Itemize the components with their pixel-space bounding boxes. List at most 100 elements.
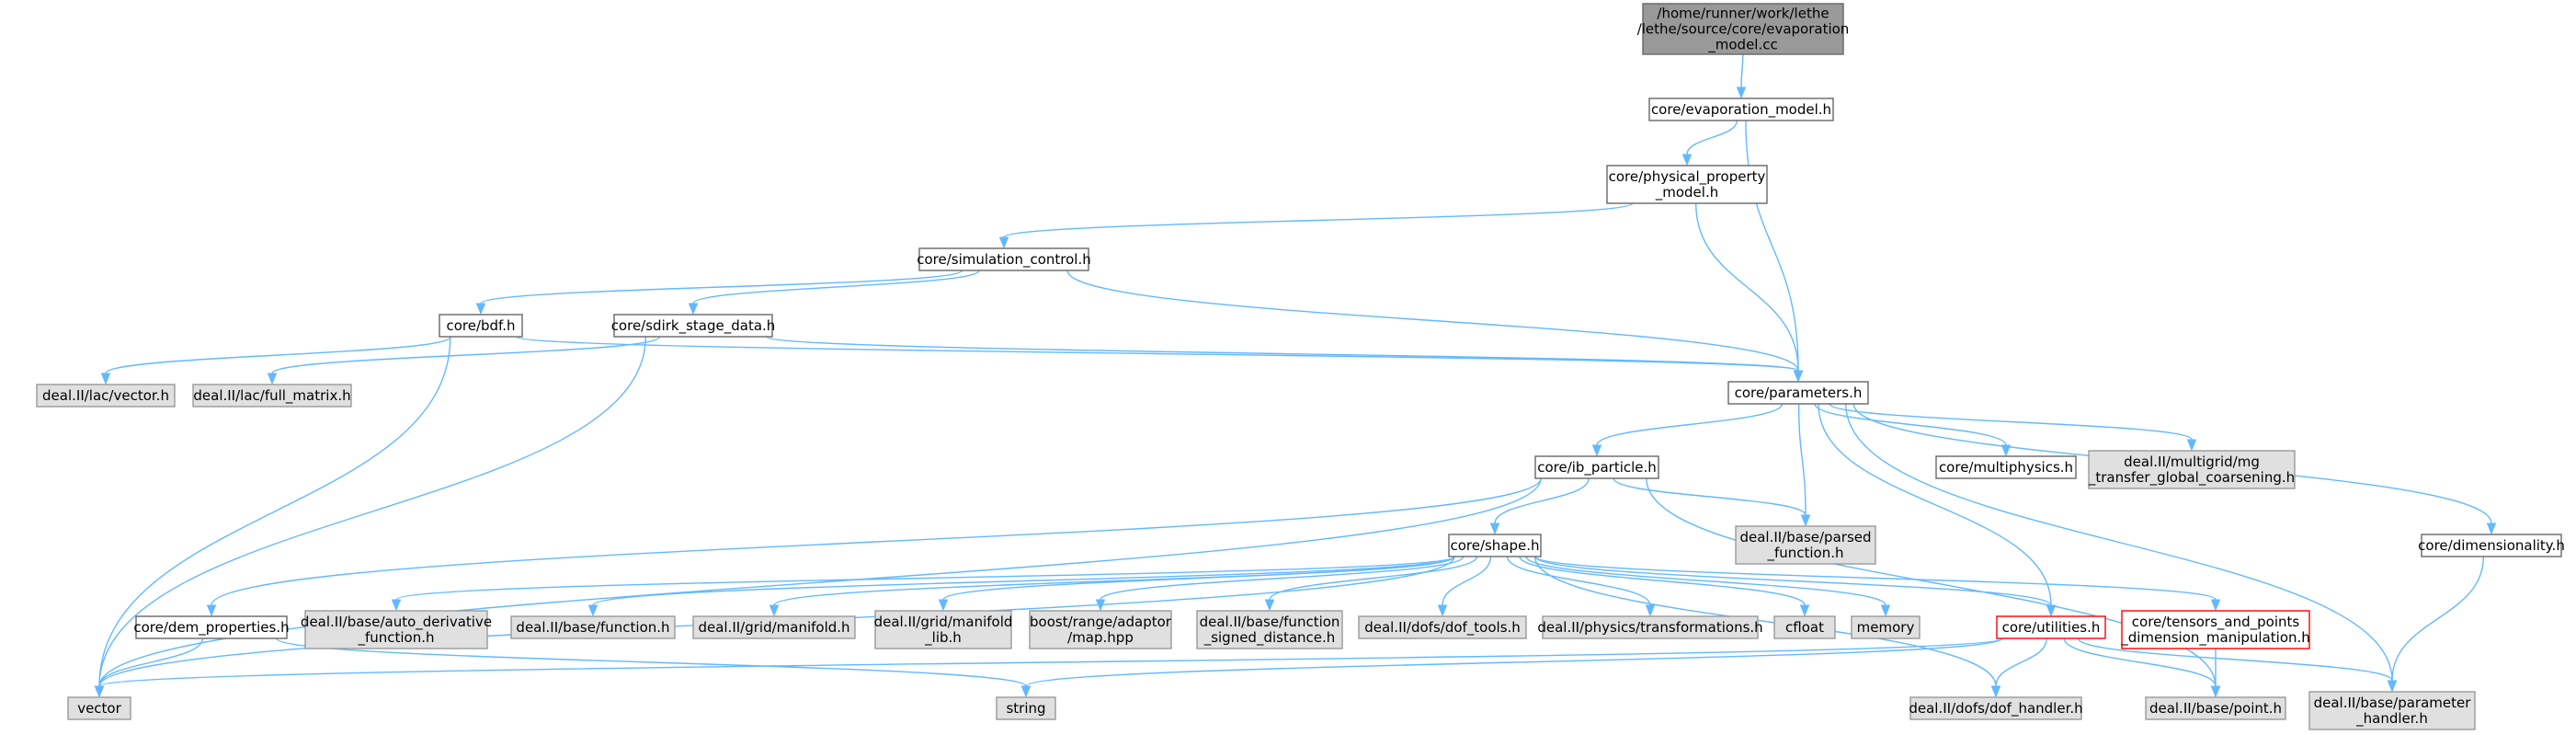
node-autoderiv[interactable]: deal.II/base/auto_derivative_function.h: [301, 610, 492, 649]
edge-arrowhead: [391, 599, 402, 612]
node-utils[interactable]: core/utilities.h: [1996, 615, 2106, 639]
node-bdf[interactable]: core/bdf.h: [439, 314, 523, 338]
edge-arrowhead: [267, 373, 278, 385]
node-root[interactable]: /home/runner/work/lethe/lethe/source/cor…: [1637, 3, 1850, 55]
node-box: [2421, 534, 2562, 557]
edge-utils-to-point: [2063, 637, 2217, 687]
edge-demprop-to-vector: [98, 637, 203, 687]
node-label: _function.h: [357, 629, 434, 647]
edge-ibpart-to-demprop: [211, 477, 1542, 606]
node-physxf[interactable]: deal.II/physics/transformations.h: [1537, 615, 1763, 639]
edge-ibpart-to-parsedfn: [1613, 477, 1807, 516]
node-dofhandler[interactable]: deal.II/dofs/dof_handler.h: [1909, 696, 2083, 720]
edge-arrowhead: [2210, 599, 2221, 612]
node-shape[interactable]: core/shape.h: [1448, 534, 1542, 557]
node-label: core/tensors_and_points: [2132, 614, 2300, 631]
node-ibpart[interactable]: core/ib_particle.h: [1534, 455, 1659, 479]
node-basefn[interactable]: deal.II/base/function.h: [510, 615, 676, 639]
node-gridmflib[interactable]: deal.II/grid/manifold_lib.h: [874, 610, 1013, 649]
node-label: deal.II/multigrid/mg: [2124, 454, 2260, 470]
node-box: [1606, 165, 1768, 204]
edge-arrowhead: [1437, 604, 1448, 617]
edge-shape-to-autoderiv: [395, 556, 1455, 601]
node-box: [2088, 450, 2296, 489]
edge-arrowhead: [1020, 685, 1032, 698]
node-box: [613, 314, 773, 338]
edge-arrowhead: [94, 685, 105, 698]
node-box: [135, 615, 288, 639]
edge-arrowhead: [769, 604, 780, 617]
node-sdirk[interactable]: core/sdirk_stage_data.h: [611, 314, 776, 338]
node-label: _lib.h: [924, 629, 962, 647]
node-boostmap[interactable]: boost/range/adaptor/map.hpp: [1029, 610, 1172, 649]
edge-arrowhead: [688, 303, 699, 316]
node-box: [1648, 98, 1834, 121]
node-gridmf[interactable]: deal.II/grid/manifold.h: [692, 615, 856, 639]
node-label: boost/range/adaptor: [1030, 614, 1172, 630]
node-memory[interactable]: memory: [1851, 615, 1921, 639]
node-box: [1996, 615, 2106, 639]
node-label: _function.h: [1766, 545, 1843, 562]
edge-ibpart-to-vector: [98, 477, 1542, 687]
edge-simctl-to-bdf: [480, 270, 963, 304]
edge-arrowhead: [1990, 685, 2001, 698]
node-parsedfn[interactable]: deal.II/base/parsed_function.h: [1735, 525, 1876, 565]
node-label: deal.II/dofs/dof_tools.h: [1364, 619, 1521, 637]
edge-arrowhead: [587, 604, 598, 617]
edge-bdf-to-vector: [98, 336, 451, 687]
node-vector[interactable]: vector: [67, 696, 131, 720]
node-box: [1029, 610, 1172, 649]
edge-arrowhead: [2387, 680, 2398, 693]
node-fnsigned[interactable]: deal.II/base/function_signed_distance.h: [1196, 610, 1343, 649]
node-box: [510, 615, 676, 639]
edge-arrowhead: [2186, 439, 2197, 452]
node-box: [874, 610, 1012, 649]
node-demprop[interactable]: core/dem_properties.h: [133, 615, 290, 639]
edge-arrowhead: [1800, 514, 1811, 527]
node-simctl[interactable]: core/simulation_control.h: [917, 247, 1091, 271]
node-label: deal.II/base/auto_derivative: [301, 614, 492, 631]
node-evap-h[interactable]: core/evaporation_model.h: [1648, 98, 1834, 121]
edge-dims-to-paramhandler: [2391, 556, 2485, 682]
node-box: [67, 696, 131, 720]
node-dims[interactable]: core/dimensionality.h: [2418, 534, 2565, 557]
node-label: core/ib_particle.h: [1537, 459, 1657, 477]
edge-params-to-ibpart: [1596, 403, 1784, 446]
node-paramhandler[interactable]: deal.II/base/parameter_handler.h: [2308, 691, 2476, 730]
edge-simctl-to-params: [1066, 270, 1799, 372]
node-box: [692, 615, 856, 639]
node-string[interactable]: string: [996, 696, 1056, 720]
edge-params-to-paramhandler: [1844, 403, 2393, 682]
node-tensors[interactable]: core/tensors_and_points_dimension_manipu…: [2120, 610, 2310, 649]
edge-arrowhead: [1793, 370, 1804, 383]
edge-sdirk-to-params: [766, 336, 1799, 372]
node-doftools[interactable]: deal.II/dofs/dof_tools.h: [1358, 615, 1527, 639]
node-label: core/evaporation_model.h: [1651, 101, 1831, 119]
node-label: _dimension_manipulation.h: [2120, 629, 2310, 647]
nodes-layer: /home/runner/work/lethe/lethe/source/cor…: [36, 3, 2565, 730]
node-params[interactable]: core/parameters.h: [1727, 381, 1869, 405]
node-multiphys[interactable]: core/multiphysics.h: [1935, 455, 2077, 479]
node-box: [1448, 534, 1542, 557]
node-label: cfloat: [1785, 619, 1824, 636]
node-box: [1935, 455, 2077, 479]
node-box: [1542, 615, 1759, 639]
node-mgtransfer[interactable]: deal.II/multigrid/mg_transfer_global_coa…: [2088, 450, 2296, 489]
node-label: core/bdf.h: [446, 317, 515, 334]
node-label: core/simulation_control.h: [917, 251, 1091, 269]
node-fullmat[interactable]: deal.II/lac/full_matrix.h: [192, 384, 352, 408]
edge-params-to-mgtransfer: [1829, 403, 2193, 441]
node-cfloat[interactable]: cfloat: [1773, 615, 1836, 639]
node-point[interactable]: deal.II/base/point.h: [2145, 696, 2286, 720]
edge-params-to-multiphys: [1814, 403, 2007, 446]
node-label: _signed_distance.h: [1203, 629, 1336, 647]
node-label: _model.cc: [1707, 37, 1777, 54]
node-box: [1773, 615, 1836, 639]
node-box: [2145, 696, 2286, 720]
node-lacvec[interactable]: deal.II/lac/vector.h: [36, 384, 176, 408]
node-phys[interactable]: core/physical_property_model.h: [1606, 165, 1768, 204]
node-box: [996, 696, 1056, 720]
node-box: [1358, 615, 1527, 639]
node-box: [1851, 615, 1921, 639]
